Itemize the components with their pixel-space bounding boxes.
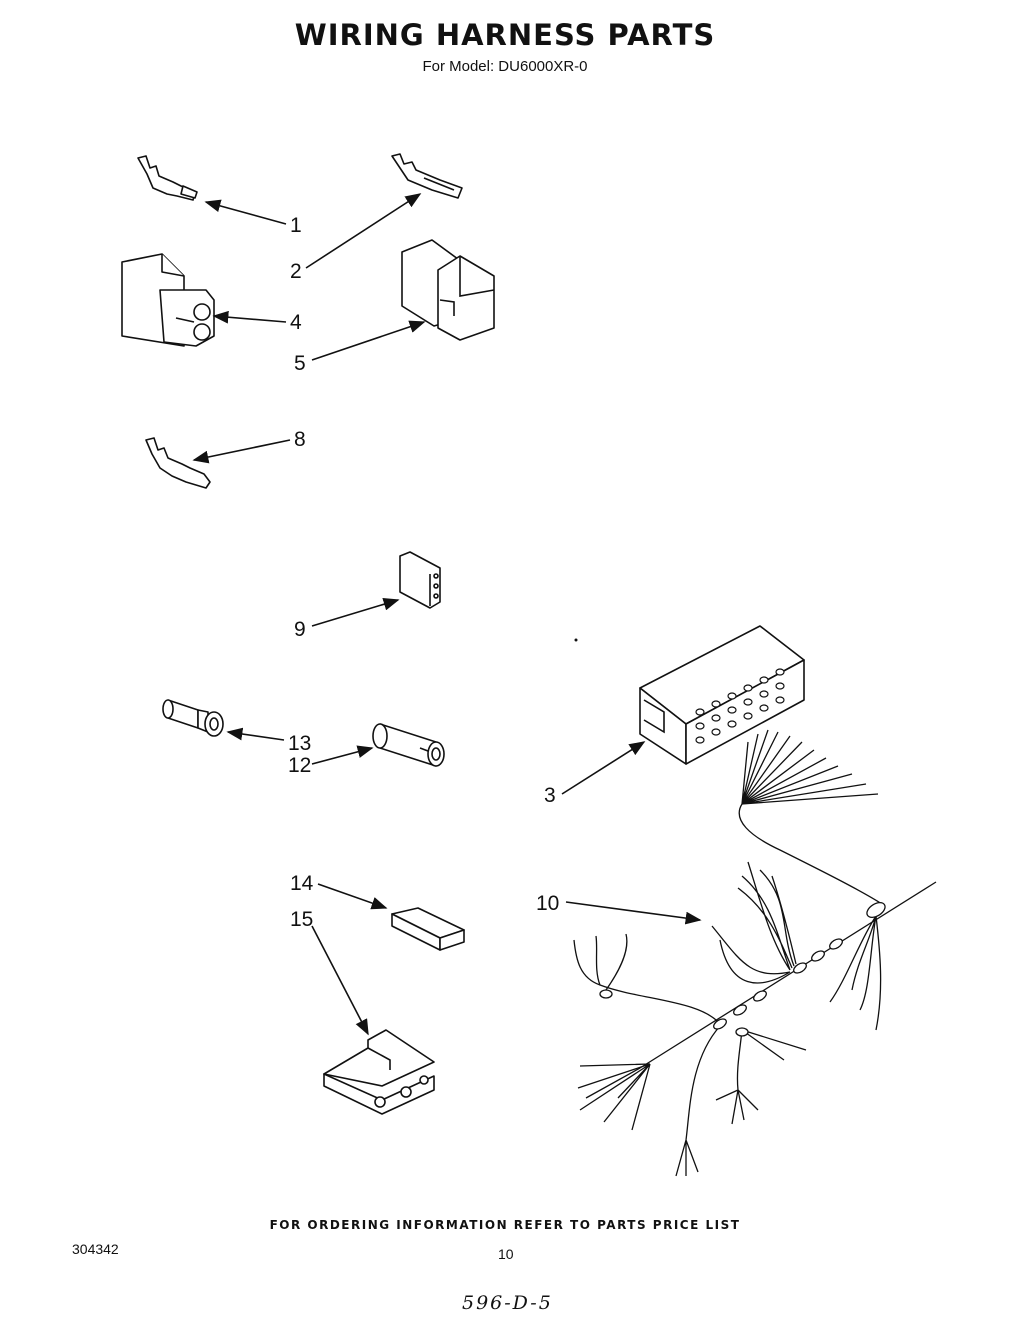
- part-3-harness-connector-block: [574, 625, 805, 765]
- part-1-terminal: [137, 155, 198, 201]
- callout-13: 13: [288, 732, 311, 755]
- callout-3: 3: [544, 784, 556, 807]
- part-13-barrel-terminal: [162, 699, 224, 737]
- page-title: WIRING HARNESS PARTS: [294, 18, 716, 52]
- part-9-terminal-block: [399, 551, 441, 609]
- callout-15: 15: [290, 908, 313, 931]
- leader-lines: [192, 193, 702, 1036]
- document-number: 304342: [72, 1241, 119, 1257]
- callout-9: 9: [294, 618, 306, 641]
- part-8-terminal: [145, 437, 211, 489]
- callout-1: 1: [290, 214, 302, 237]
- callout-2: 2: [290, 260, 302, 283]
- callout-4: 4: [290, 311, 302, 334]
- part-2-terminal: [391, 153, 463, 199]
- part-10-wiring-harness: [573, 729, 937, 1177]
- callout-8: 8: [294, 428, 306, 451]
- callout-12: 12: [288, 754, 311, 777]
- page-number: 10: [498, 1246, 514, 1262]
- part-4-connector-housing: [121, 253, 215, 347]
- handwritten-code: 596-D-5: [462, 1292, 553, 1314]
- ordering-note: FOR ORDERING INFORMATION REFER TO PARTS …: [269, 1218, 741, 1232]
- part-12-splice-tube: [372, 723, 445, 767]
- model-subtitle: For Model: DU6000XR-0: [422, 58, 588, 75]
- part-15-connector-housing: [323, 1029, 435, 1115]
- callout-10: 10: [536, 892, 559, 915]
- part-5-connector-housing: [401, 239, 495, 341]
- part-14-clip: [391, 907, 465, 951]
- callout-5: 5: [294, 352, 306, 375]
- callout-14: 14: [290, 872, 314, 895]
